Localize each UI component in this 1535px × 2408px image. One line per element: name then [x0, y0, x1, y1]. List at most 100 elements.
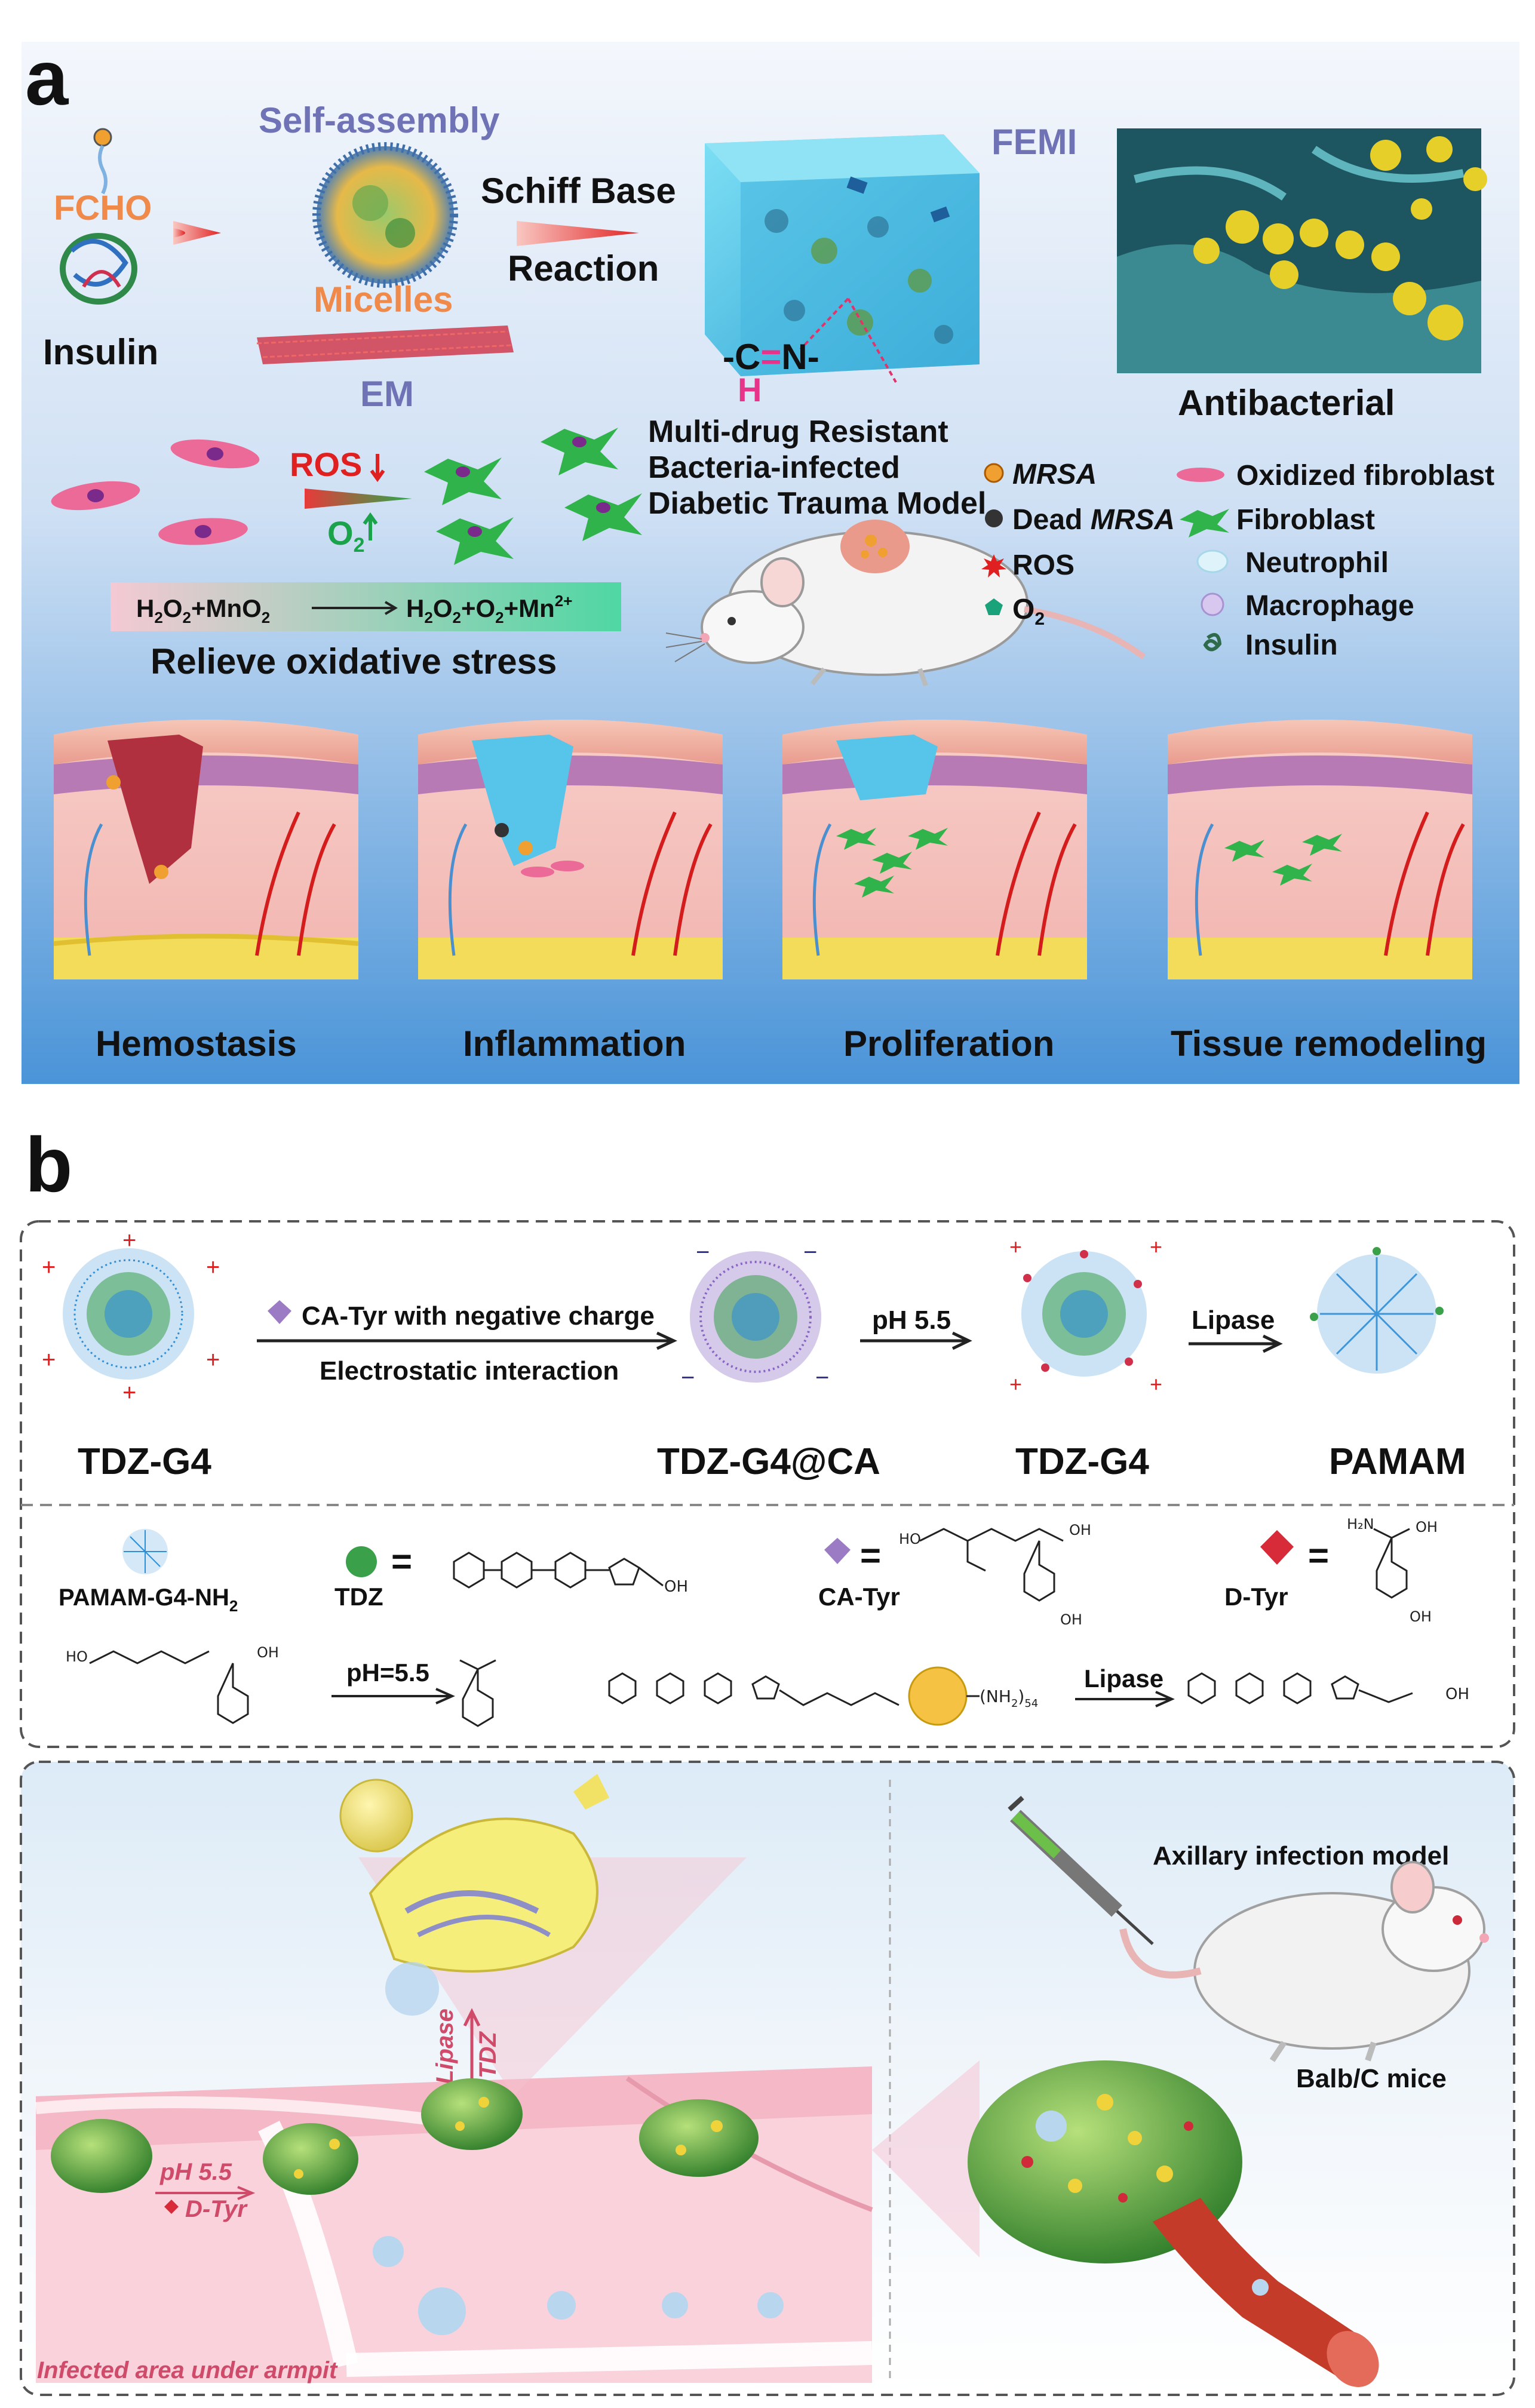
svg-text:H2O2+MnO2: H2O2+MnO2	[136, 594, 270, 626]
svg-text:+: +	[1009, 1372, 1022, 1396]
svg-text:+: +	[1009, 1234, 1022, 1259]
catyr2-ho: HO	[66, 1648, 88, 1665]
legend-o2: O2	[1012, 594, 1045, 629]
antibacterial-sem-image	[1117, 128, 1487, 373]
legend-ca-tyr: CA-Tyr	[818, 1583, 900, 1611]
skin-block-hemostasis	[53, 720, 359, 979]
arrow-ros-to-o2	[305, 489, 412, 509]
oxidized-fibroblast-icon	[1177, 468, 1224, 482]
svg-text:-C=N-: -C=N-	[723, 337, 819, 377]
pamam-core-icon	[908, 1666, 968, 1726]
panel-b-top-box	[20, 1220, 1515, 1748]
femi-label: FEMI	[991, 122, 1077, 162]
ca-tyr-diamond-icon	[268, 1300, 291, 1324]
electrostatic-label: Electrostatic interaction	[320, 1356, 619, 1386]
svg-text:+: +	[206, 1347, 220, 1373]
particle-label-tdz-g4-released: TDZ-G4	[1015, 1441, 1149, 1482]
catyr-ho: HO	[899, 1531, 921, 1547]
dtyr-equals: =	[1308, 1535, 1329, 1575]
arrow-lipase	[1189, 1334, 1283, 1353]
stage-hemostasis: Hemostasis	[96, 1024, 297, 1064]
reaction-equation: H2O2+MnO2 H2O2+O2+Mn2+	[136, 592, 572, 626]
ph-lower-label: pH 5.5	[159, 2159, 232, 2185]
tdz-legend-icon	[346, 1546, 377, 1577]
particle-pamam	[1310, 1247, 1444, 1374]
model-line-2: Bacteria-infected	[648, 450, 900, 485]
lipase-label-2: Lipase	[1084, 1664, 1163, 1693]
healthy-fibroblast-cells	[424, 428, 642, 565]
balb-mouse-illustration	[1119, 1861, 1489, 2062]
legend-oxidized-fibroblast: Oxidized fibroblast	[1236, 460, 1494, 492]
skin-block-tissue-remodeling	[1168, 720, 1472, 979]
catyr2-oh: OH	[257, 1644, 279, 1661]
svg-text:−: −	[696, 1239, 710, 1266]
d-tyr-legend-icon	[1260, 1530, 1294, 1565]
femi-hydrogel-block	[705, 134, 980, 383]
particle-label-tdz-g4-ca: TDZ-G4@CA	[657, 1441, 880, 1482]
ros-label: ROS	[290, 446, 362, 483]
arrow-schiff-base	[517, 221, 639, 246]
legend-mid: MRSA Dead MRSA ROS O2	[981, 459, 1175, 629]
dtyr-lower-label: D-Tyr	[185, 2196, 248, 2222]
reaction-arrow-icon	[312, 601, 398, 615]
particle-tdz-g4-ca: − − − −	[681, 1239, 829, 1391]
arrow-ph-cleave	[331, 1688, 455, 1704]
ph-label: pH 5.5	[872, 1306, 951, 1335]
em-sheet-icon	[256, 325, 514, 364]
model-line-3: Diabetic Trauma Model	[648, 486, 986, 521]
arrow-ph-lower	[155, 2186, 256, 2200]
tdz-conjugate-structure	[608, 1672, 899, 1706]
green-bacteria-blobs	[51, 2078, 784, 2335]
ca-tyr-negative-label: CA-Tyr with negative charge	[302, 1301, 655, 1331]
neutrophil-icon	[1196, 549, 1229, 573]
svg-text:+: +	[122, 1380, 136, 1406]
macrophage-icon	[1201, 592, 1224, 616]
legend-macrophage: Macrophage	[1245, 590, 1414, 622]
lipase-vertical-label: Lipase	[432, 2008, 458, 2084]
ros-down-arrow-icon	[370, 454, 385, 483]
o2-up-arrow-icon	[363, 512, 378, 540]
skin-block-proliferation	[782, 720, 1087, 979]
catyr-equals: =	[860, 1535, 881, 1575]
o2-label: O2	[327, 514, 364, 557]
stage-proliferation: Proliferation	[843, 1024, 1054, 1064]
bond-h: H	[738, 371, 762, 408]
ca-tyr-legend-icon	[824, 1538, 851, 1564]
shattered-bacterium	[339, 1774, 609, 2016]
legend-fibroblast: Fibroblast	[1236, 504, 1375, 536]
infected-area-label: Infected area under armpit	[37, 2357, 338, 2384]
dtyr-h2n: H₂N	[1347, 1516, 1374, 1532]
arrow-electrostatic	[257, 1331, 677, 1350]
fibroblast-icon	[1180, 509, 1229, 538]
svg-text:−: −	[681, 1365, 695, 1391]
model-line-1: Multi-drug Resistant	[648, 414, 948, 449]
dtyr-product-structure	[459, 1659, 496, 1727]
tdz-product-oh: OH	[1445, 1685, 1469, 1703]
catyr-structure	[919, 1528, 1064, 1602]
fcho-label: FCHO	[54, 189, 152, 228]
legend-tdz: TDZ	[334, 1583, 383, 1611]
schiff-base-label: Schiff Base	[481, 171, 676, 211]
dead-mrsa-icon	[985, 509, 1003, 527]
tdz-structure	[453, 1552, 664, 1589]
legend-dead-mrsa: Dead MRSA	[1012, 504, 1175, 536]
insulin-label: Insulin	[43, 332, 158, 372]
arrow-ph	[860, 1331, 972, 1350]
schiff-bond-label: -C=N- H	[723, 337, 819, 408]
o2-pentagon-icon	[985, 598, 1003, 615]
svg-text:H2O2+O2+Mn2+: H2O2+O2+Mn2+	[406, 592, 572, 626]
insulin-protein-icon	[60, 233, 137, 305]
skin-block-inflammation	[418, 720, 723, 979]
catyr-cleavage-structure	[89, 1650, 249, 1724]
reaction-label: Reaction	[508, 248, 659, 288]
micelles-label: Micelles	[314, 280, 453, 320]
legend-pamam: PAMAM-G4-NH2	[59, 1584, 238, 1615]
relieve-label: Relieve oxidative stress	[151, 641, 557, 681]
em-label: EM	[360, 374, 414, 414]
tdz-equals: =	[391, 1541, 412, 1581]
mrsa-icon	[984, 463, 1004, 483]
svg-text:+: +	[42, 1347, 56, 1373]
dtyr-structure	[1373, 1528, 1410, 1599]
nh2-label: (NH2)54	[980, 1687, 1038, 1710]
